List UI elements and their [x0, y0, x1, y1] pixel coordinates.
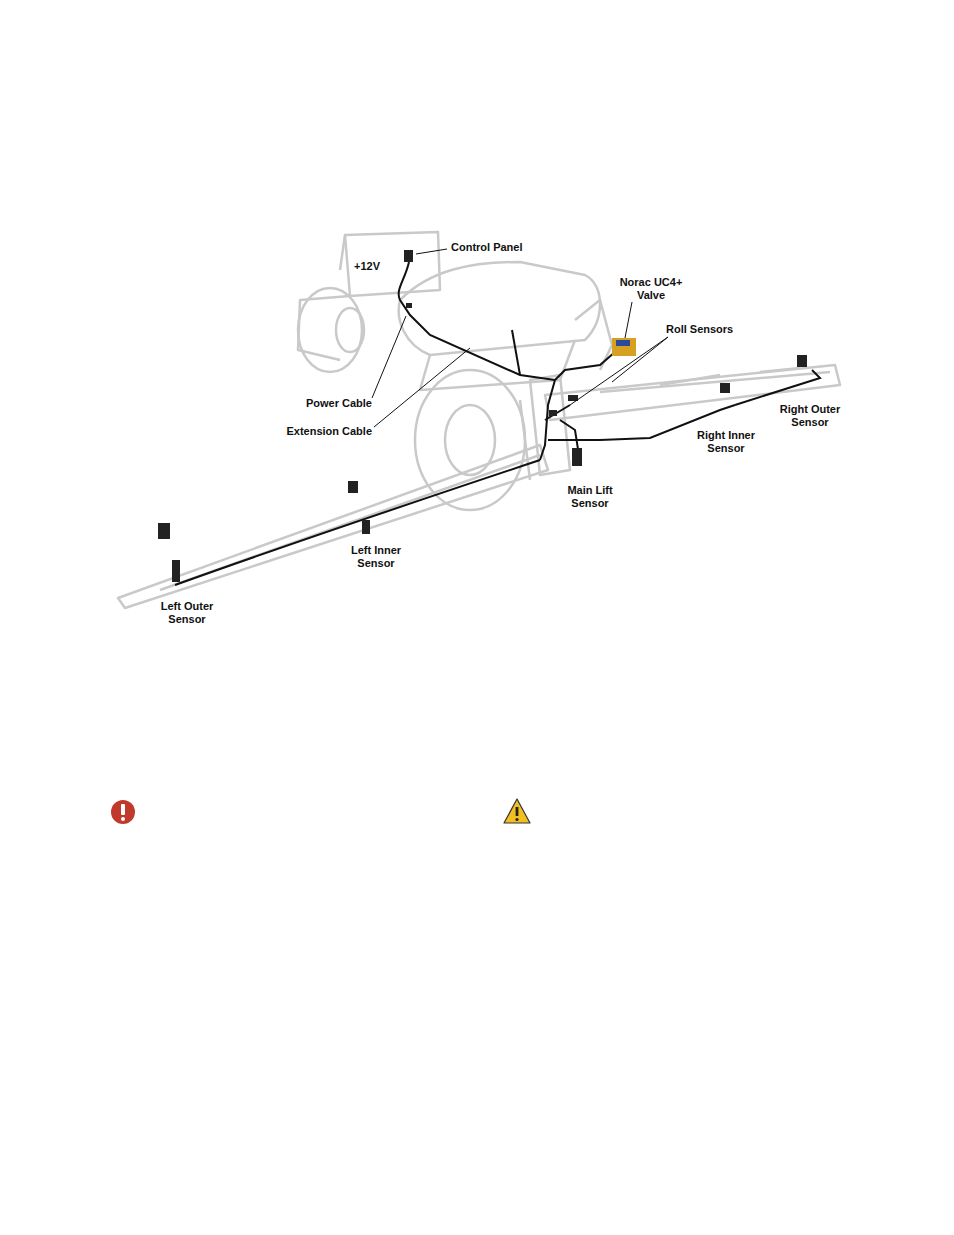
callout-label: Right Outer Sensor: [773, 403, 847, 429]
callout-label: Main Lift Sensor: [553, 484, 627, 510]
callout-label: Left Inner Sensor: [339, 544, 413, 570]
callout-label: Extension Cable: [280, 425, 372, 438]
callout-label: Control Panel: [451, 241, 523, 254]
warning-icon: [504, 799, 530, 823]
callout-label: +12V: [354, 260, 380, 273]
important-icon: [111, 800, 135, 824]
callout-label: Norac UC4+ Valve: [614, 276, 688, 302]
callout-label: Roll Sensors: [666, 323, 733, 336]
callout-label: Left Outer Sensor: [150, 600, 224, 626]
callout-label: Right Inner Sensor: [689, 429, 763, 455]
callout-label: Power Cable: [300, 397, 372, 410]
